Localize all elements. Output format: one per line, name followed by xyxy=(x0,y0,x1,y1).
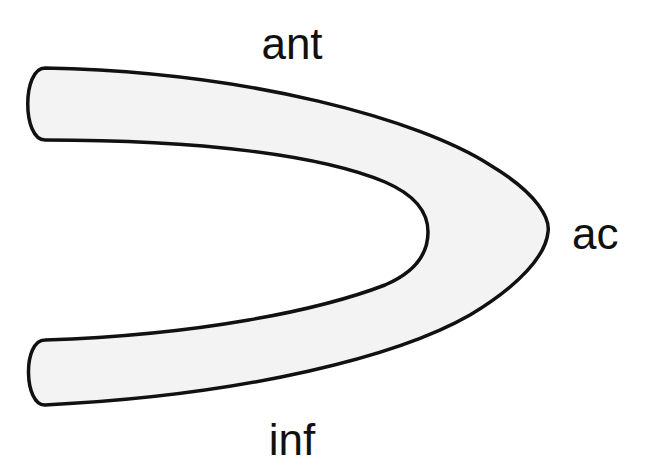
region-label: inf xyxy=(269,418,315,462)
region-label: ant xyxy=(261,22,322,66)
horseshoe-outline xyxy=(28,68,548,405)
region-label: ac xyxy=(572,212,618,256)
